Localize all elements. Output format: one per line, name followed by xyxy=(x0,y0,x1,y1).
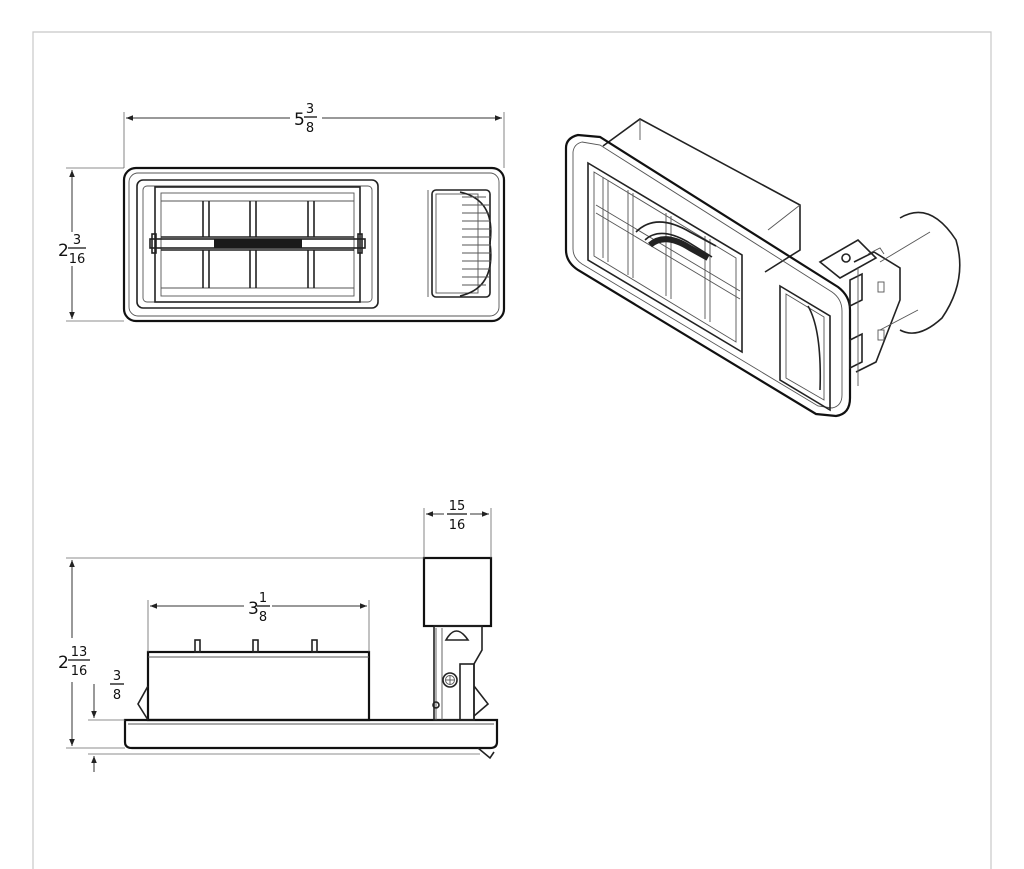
dim-numerator: 15 xyxy=(449,499,466,514)
dim-whole: 2 xyxy=(58,653,69,673)
dim-numerator: 1 xyxy=(259,591,267,606)
side-view xyxy=(123,556,499,760)
dim-whole: 3 xyxy=(248,599,259,619)
dim-denominator: 16 xyxy=(69,252,86,267)
front-view xyxy=(122,166,506,323)
dim-denominator: 16 xyxy=(71,664,88,679)
dim-denominator: 16 xyxy=(449,518,466,533)
dim-whole: 2 xyxy=(58,241,69,261)
front-height-dimension: 2 3 16 xyxy=(58,167,124,322)
isometric-view xyxy=(564,118,961,418)
body-width-dimension: 3 1 8 xyxy=(147,591,370,652)
dim-denominator: 8 xyxy=(306,121,314,136)
dim-numerator: 3 xyxy=(113,669,121,684)
phillips-screw-icon xyxy=(442,672,458,688)
dim-denominator: 8 xyxy=(113,688,121,703)
switch-width-dimension: 15 16 xyxy=(423,499,492,558)
drawing-border xyxy=(32,31,992,869)
front-width-dimension: 5 3 8 xyxy=(123,102,505,168)
dim-numerator: 3 xyxy=(306,102,314,117)
total-height-dimension: 2 13 16 xyxy=(58,557,424,749)
dim-numerator: 3 xyxy=(73,233,81,248)
dim-denominator: 8 xyxy=(259,610,267,625)
dim-whole: 5 xyxy=(294,110,305,130)
bezel-thickness-dimension: 3 8 xyxy=(88,669,480,772)
dim-numerator: 13 xyxy=(71,645,88,660)
